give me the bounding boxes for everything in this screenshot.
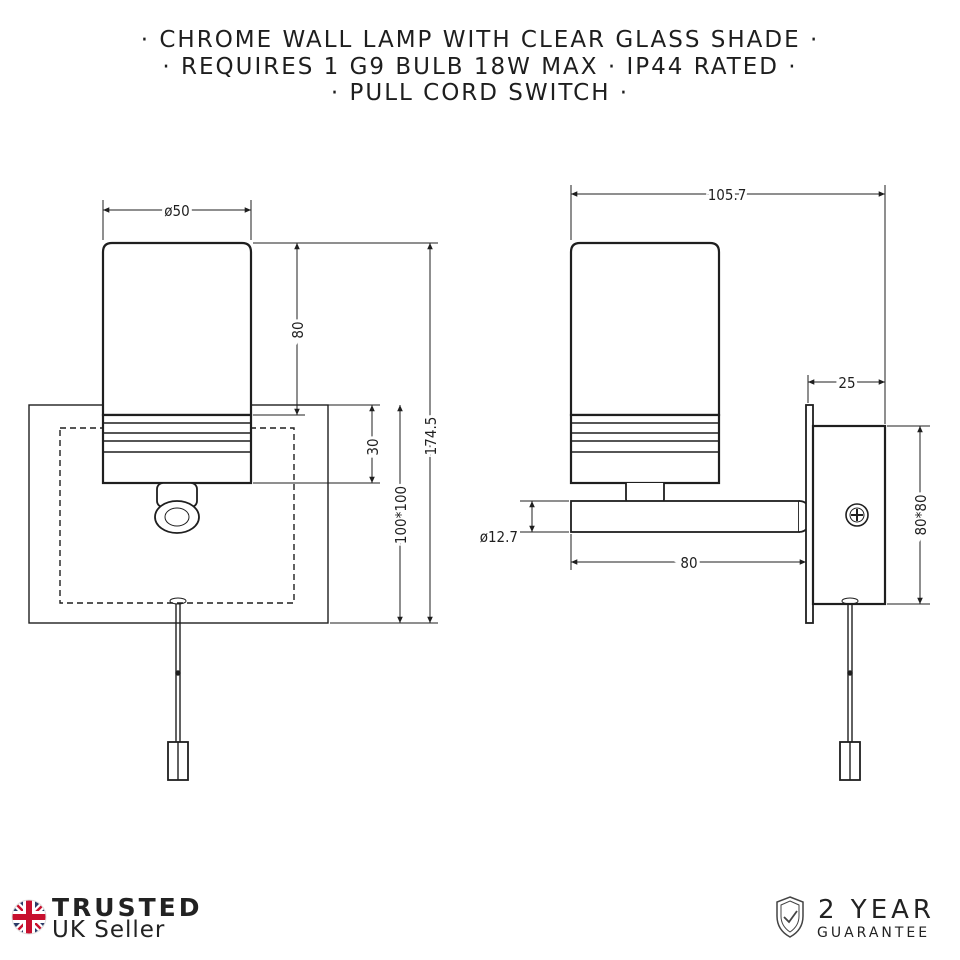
dim-box-size: 80*80 [912, 494, 930, 535]
front-shade [101, 241, 253, 417]
front-band [101, 413, 253, 485]
dim-band-height: 30 [364, 438, 382, 455]
dim-overall-height: 174.5 [422, 417, 440, 456]
shield-check-icon [776, 896, 804, 938]
dim-box-depth: 25 [838, 374, 855, 392]
header-line-2: · REQUIRES 1 G9 BULB 18W MAX · IP44 RATE… [162, 54, 798, 80]
side-arm [570, 500, 800, 533]
dim-backplate: 100*100 [392, 486, 410, 544]
dim-overall-depth: 105.7 [708, 186, 747, 204]
header-line-1: · CHROME WALL LAMP WITH CLEAR GLASS SHAD… [140, 27, 820, 53]
header-line-3: · PULL CORD SWITCH · [330, 80, 630, 106]
front-bulb [154, 500, 200, 534]
guarantee-badge-subtitle: GUARANTEE [817, 925, 931, 941]
dim-shade-diameter: ø50 [164, 202, 189, 220]
dim-arm-diameter: ø12.7 [480, 528, 518, 546]
union-flag-icon [11, 899, 47, 935]
trusted-badge-title: TRUSTED [52, 893, 203, 922]
dim-arm-length: 80 [680, 554, 697, 572]
side-shade [569, 241, 721, 417]
front-backplate-dashed [59, 427, 295, 604]
side-band [569, 413, 721, 485]
guarantee-badge-title: 2 YEAR [818, 895, 935, 925]
dim-shade-height: 80 [289, 321, 307, 338]
side-view [520, 185, 930, 781]
front-view [28, 200, 438, 781]
trusted-badge-subtitle: UK Seller [52, 917, 166, 943]
